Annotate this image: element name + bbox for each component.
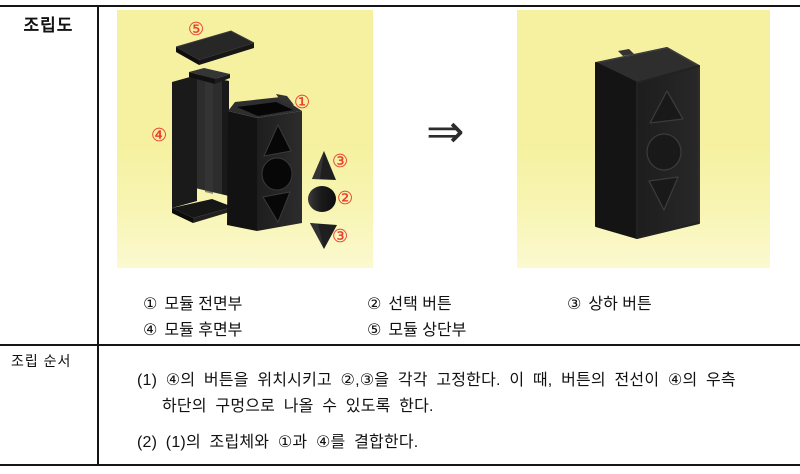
part-rear-shell [172, 68, 233, 223]
part-marker-5: ⑤ [188, 19, 205, 39]
legend-num-5: ⑤ [367, 322, 382, 339]
exploded-view-image: ⑤ ① ④ ③ ② ③ [117, 10, 373, 268]
legend-item-select-button: ② 선택 버튼 [367, 290, 452, 314]
table-border-bottom [0, 464, 800, 466]
assembled-module-buttons [646, 90, 684, 211]
legend-item-updown-button: ③ 상하 버튼 [567, 290, 652, 314]
legend-text-2: 선택 버튼 [388, 296, 452, 313]
double-arrow-icon: ⇒ [426, 105, 465, 157]
legend-text-4: 모듈 후면부 [164, 322, 243, 339]
instruction-line-2: 하단의 구멍으로 나올 수 있도록 한다. [162, 398, 434, 415]
legend-num-3: ③ [567, 296, 582, 313]
legend-item-front-panel: ① 모듈 전면부 [143, 290, 242, 314]
assembled-view-image [517, 10, 770, 268]
table-border-top [0, 5, 800, 7]
legend-num-2: ② [367, 296, 382, 313]
part-marker-3-bottom: ③ [332, 226, 349, 246]
legend-item-rear-panel: ④ 모듈 후면부 [143, 316, 242, 340]
part-down-button [310, 223, 337, 249]
assembly-diagram-label: 조립도 [23, 16, 74, 35]
table-row-divider [0, 344, 800, 346]
part-up-button [312, 151, 336, 180]
legend-text-5: 모듈 상단부 [388, 322, 467, 339]
instruction-line-3: (2) (1)의 조립체와 ①과 ④를 결합한다. [137, 434, 419, 451]
part-marker-3-top: ③ [332, 151, 349, 171]
exploded-parts-illustration [172, 30, 337, 249]
legend-item-top-panel: ⑤ 모듈 상단부 [367, 316, 466, 340]
part-marker-1: ① [294, 92, 311, 112]
instruction-line-1: (1) ④의 버튼을 위치시키고 ②,③을 각각 고정한다. 이 때, 버튼의 … [137, 372, 736, 389]
legend-text-1: 모듈 전면부 [164, 296, 243, 313]
part-top-lid [175, 30, 255, 65]
part-marker-2: ② [337, 188, 354, 208]
part-select-button [308, 186, 336, 212]
assembled-module-illustration [595, 47, 700, 239]
part-front-panel [227, 94, 302, 231]
assembly-order-label: 조립 순서 [11, 353, 72, 369]
legend-num-4: ④ [143, 322, 158, 339]
legend-num-1: ① [143, 296, 158, 313]
legend-text-3: 상하 버튼 [588, 296, 652, 313]
table-column-divider [97, 5, 99, 466]
part-marker-4: ④ [151, 125, 168, 145]
assembled-module-body [595, 47, 700, 239]
